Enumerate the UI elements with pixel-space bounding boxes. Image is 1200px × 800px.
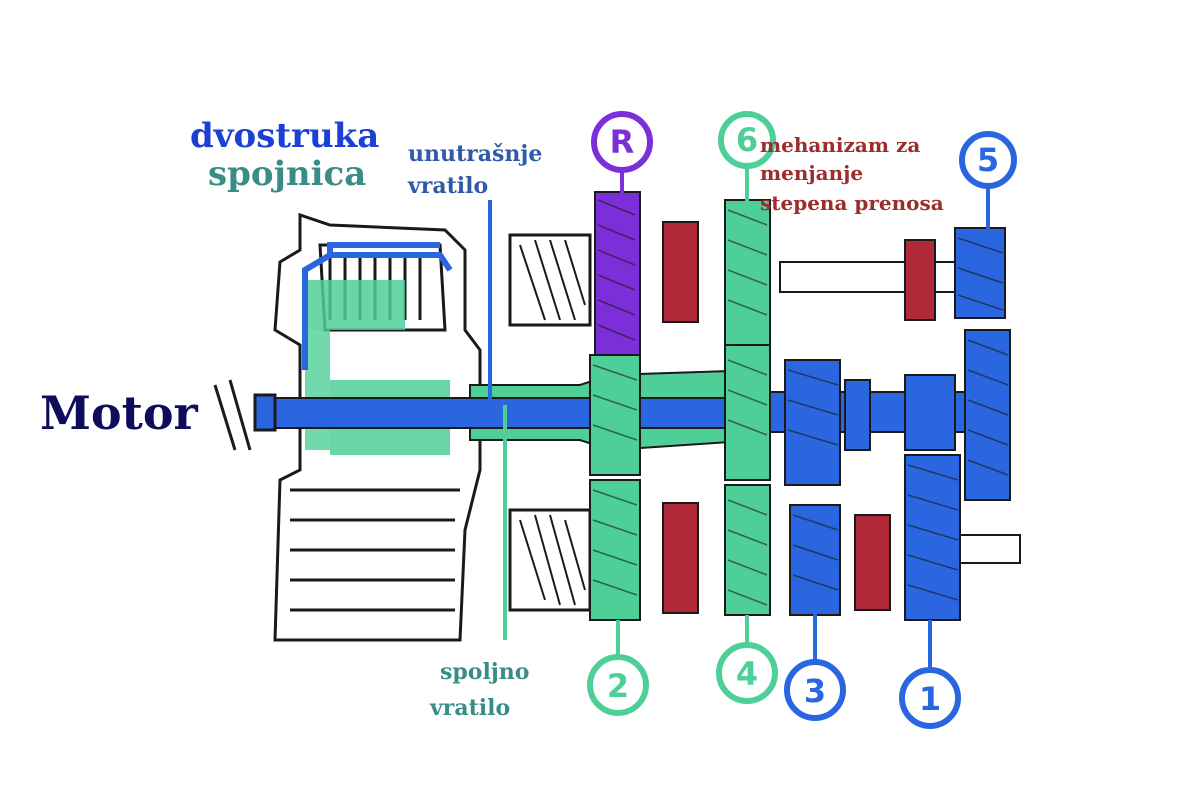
gear-6-4 bbox=[724, 199, 771, 616]
badge-5-text: 5 bbox=[977, 141, 999, 179]
badge-2-text: 2 bbox=[607, 667, 629, 705]
outer-shaft-label-line1: spoljno bbox=[440, 659, 530, 685]
clutch-green-parts bbox=[305, 280, 450, 455]
dual-clutch-label-line1: dvostruka bbox=[190, 116, 380, 156]
inner-shaft-label-line1: unutrašnje bbox=[408, 141, 543, 167]
gear-2 bbox=[589, 354, 641, 621]
badge-1-text: 1 bbox=[919, 680, 941, 718]
badge-3-text: 3 bbox=[804, 672, 826, 710]
shift-mechanism-label-line2: menjanje bbox=[760, 161, 864, 185]
outer-shaft-label-line2: vratilo bbox=[430, 695, 511, 721]
badge-2: 2 bbox=[587, 654, 649, 716]
upper-countershaft bbox=[508, 233, 981, 327]
badge-6: 6 bbox=[718, 111, 776, 169]
badge-reverse: R bbox=[591, 111, 653, 173]
synchronizers bbox=[662, 221, 936, 614]
motor-label: Motor bbox=[40, 386, 198, 440]
shift-mechanism-label-line3: stepena prenosa bbox=[760, 191, 944, 215]
badge-5: 5 bbox=[959, 131, 1017, 189]
clutch-blue-outline bbox=[302, 242, 453, 370]
shift-mechanism-label-line1: mehanizam za bbox=[760, 133, 921, 157]
inner-shaft-label-line2: vratilo bbox=[408, 173, 489, 199]
badge-6-text: 6 bbox=[736, 121, 758, 159]
badge-4: 4 bbox=[716, 642, 778, 704]
input-shaft-stub bbox=[213, 379, 277, 451]
badge-reverse-text: R bbox=[610, 123, 635, 161]
badge-1: 1 bbox=[899, 667, 961, 729]
lower-countershaft bbox=[508, 508, 1021, 612]
badge-4-text: 4 bbox=[736, 655, 758, 693]
dual-clutch-label-line2: spojnica bbox=[208, 154, 367, 194]
gear-teeth-hatching bbox=[592, 199, 1009, 606]
leader-lines bbox=[488, 168, 990, 670]
badge-3: 3 bbox=[784, 659, 846, 721]
